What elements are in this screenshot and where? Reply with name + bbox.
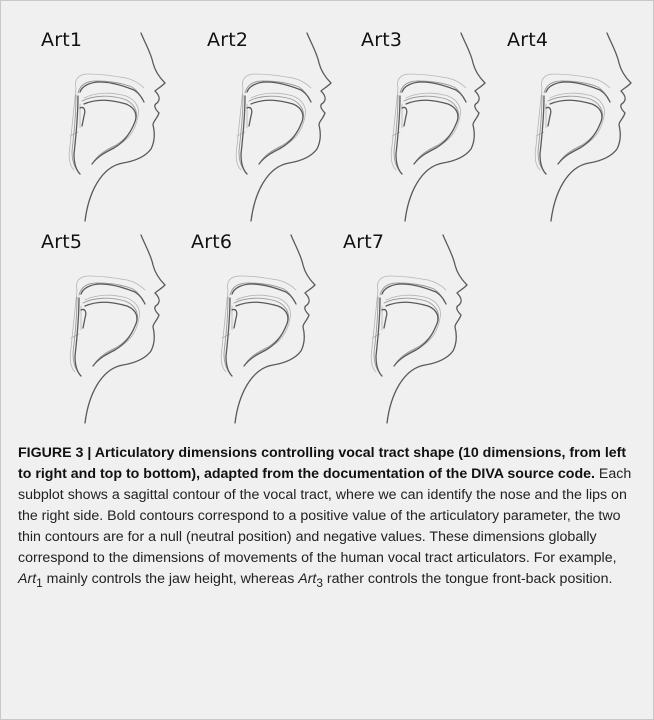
vocal-tract-inner-contour xyxy=(70,276,145,372)
face-profile-contour xyxy=(251,33,331,221)
art-subscript: 1 xyxy=(36,576,43,590)
vocal-tract-inner-contour xyxy=(221,276,296,372)
face-profile-contour xyxy=(405,33,485,221)
figure-caption: FIGURE 3 | Articulatory dimensions contr… xyxy=(18,443,642,594)
vocal-tract-contour xyxy=(191,231,331,431)
vocal-tract-inner-contour xyxy=(535,74,610,170)
caption-text: mainly controls the jaw height, whereas xyxy=(43,571,299,587)
panel-art5: Art5 xyxy=(41,231,181,431)
figure-title: Articulatory dimensions controlling voca… xyxy=(18,445,626,482)
panel-art4: Art4 xyxy=(507,29,647,229)
vocal-tract-contour xyxy=(507,29,647,229)
art-subscript: 3 xyxy=(316,576,323,590)
vocal-tract-contour xyxy=(41,29,181,229)
figure-label: FIGURE 3 | xyxy=(18,445,95,461)
panel-art1: Art1 xyxy=(41,29,181,229)
face-profile-contour xyxy=(85,235,165,423)
vocal-tract-inner-contour xyxy=(69,74,144,170)
vocal-tract-inner-contour xyxy=(236,74,311,170)
vocal-tract-contour xyxy=(361,29,501,229)
vocal-tract-contour xyxy=(207,29,347,229)
art-symbol: Art xyxy=(18,571,36,587)
panel-art2: Art2 xyxy=(207,29,347,229)
vocal-tract-contour xyxy=(41,231,181,431)
face-profile-contour xyxy=(85,33,165,221)
vocal-tract-contour xyxy=(343,231,483,431)
art-symbol: Art xyxy=(298,571,316,587)
face-profile-contour xyxy=(551,33,631,221)
panel-art6: Art6 xyxy=(191,231,331,431)
face-profile-contour xyxy=(387,235,467,423)
face-profile-contour xyxy=(235,235,315,423)
vocal-tract-inner-contour xyxy=(371,276,446,372)
vocal-tract-inner-contour xyxy=(391,74,466,170)
caption-text: rather controls the tongue front-back po… xyxy=(323,571,612,587)
panel-art7: Art7 xyxy=(343,231,483,431)
panel-art3: Art3 xyxy=(361,29,501,229)
